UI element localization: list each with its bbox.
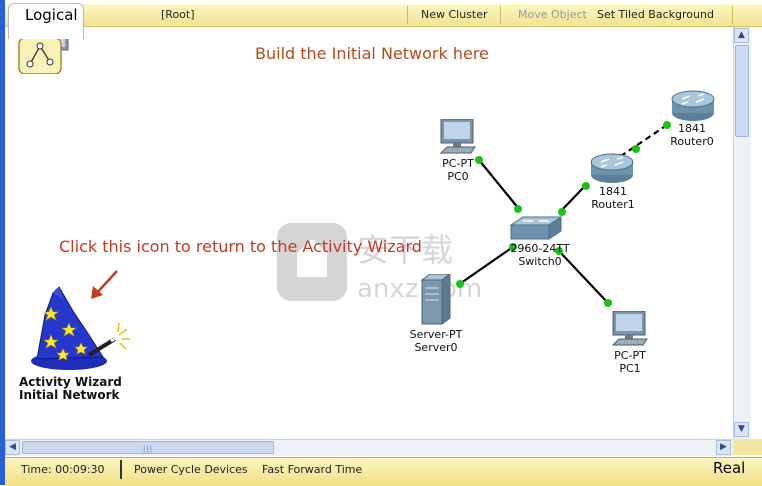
link-pc1-switch0[interactable] bbox=[558, 250, 609, 304]
scroll-down-button[interactable]: ▼ bbox=[734, 422, 749, 437]
activity-wizard-label: Activity Wizard Initial Network bbox=[19, 376, 122, 402]
link-pc0-switch0[interactable] bbox=[478, 159, 520, 210]
scroll-up-button[interactable]: ▲ bbox=[734, 28, 749, 43]
wizard-hint-text: Click this icon to return to the Activit… bbox=[59, 237, 422, 256]
activity-wizard-icon[interactable] bbox=[29, 285, 133, 373]
link-light bbox=[509, 243, 517, 251]
router-icon[interactable] bbox=[670, 87, 716, 123]
tab-logical[interactable]: Logical bbox=[8, 3, 84, 39]
device-name: Router1 bbox=[591, 198, 635, 211]
toolbar-separator bbox=[407, 6, 408, 24]
link-light bbox=[456, 280, 464, 288]
fast-forward-time-button[interactable]: Fast Forward Time bbox=[262, 463, 363, 476]
workspace-banner: Build the Initial Network here bbox=[255, 44, 489, 63]
router0-label: 1841 Router0 bbox=[667, 122, 717, 148]
power-cycle-devices-button[interactable]: Power Cycle Devices bbox=[134, 463, 248, 476]
vertical-scrollbar[interactable]: ▲ ▼ bbox=[733, 27, 751, 439]
device-model: 2960-24TT bbox=[510, 242, 570, 255]
device-name: Server0 bbox=[414, 341, 458, 354]
device-name: Switch0 bbox=[518, 255, 562, 268]
window-frame bbox=[0, 0, 5, 485]
device-model: 1841 bbox=[599, 185, 627, 198]
horizontal-scroll-thumb[interactable]: ||| bbox=[22, 441, 274, 454]
scroll-left-button[interactable]: ◀ bbox=[5, 440, 20, 455]
move-object-button[interactable]: Move Object bbox=[518, 8, 587, 21]
pc-icon[interactable] bbox=[437, 119, 479, 155]
switch-icon[interactable] bbox=[509, 215, 563, 243]
toolbar-separator bbox=[732, 6, 733, 24]
link-light bbox=[558, 208, 566, 216]
new-cluster-button[interactable]: New Cluster bbox=[421, 8, 488, 21]
network-links bbox=[456, 121, 671, 307]
device-model: 1841 bbox=[678, 122, 706, 135]
scroll-grip-icon: ||| bbox=[143, 445, 154, 453]
status-bar: Time: 00:09:30 Power Cycle Devices Fast … bbox=[5, 457, 762, 486]
realtime-mode-tab[interactable]: Real bbox=[713, 459, 746, 477]
device-model: Server-PT bbox=[409, 328, 463, 341]
vertical-scroll-thumb[interactable] bbox=[735, 45, 749, 137]
toolbar-separator bbox=[500, 6, 501, 24]
scroll-corner bbox=[733, 439, 762, 455]
link-light bbox=[514, 205, 522, 213]
wizard-label-line2: Initial Network bbox=[19, 388, 120, 402]
link-router0-router1[interactable] bbox=[608, 124, 668, 165]
tab-logical-label: Logical bbox=[25, 6, 78, 24]
scroll-right-button[interactable]: ▶ bbox=[716, 440, 731, 455]
router1-label: 1841 Router1 bbox=[585, 185, 641, 211]
link-light bbox=[632, 145, 640, 153]
pc0-label: PC-PT PC0 bbox=[433, 157, 483, 183]
link-lights bbox=[456, 121, 671, 307]
server0-label: Server-PT Server0 bbox=[403, 328, 469, 354]
device-name: PC1 bbox=[619, 362, 641, 375]
horizontal-scrollbar[interactable]: ◀ ||| ▶ bbox=[5, 439, 733, 456]
device-model: PC-PT bbox=[614, 349, 646, 362]
link-server0-switch0[interactable] bbox=[460, 248, 511, 284]
device-name: PC0 bbox=[447, 170, 469, 183]
device-name: Router0 bbox=[670, 135, 714, 148]
link-light bbox=[663, 121, 671, 129]
status-separator bbox=[120, 460, 122, 479]
down-left-arrow-icon bbox=[91, 270, 118, 299]
set-tiled-background-button[interactable]: Set Tiled Background bbox=[597, 8, 714, 21]
device-model: PC-PT bbox=[442, 157, 474, 170]
workspace-toolbar: [Root] New Cluster Move Object Set Tiled… bbox=[5, 4, 762, 27]
root-breadcrumb[interactable]: [Root] bbox=[161, 8, 195, 21]
link-router1-switch0[interactable] bbox=[559, 187, 584, 213]
link-light bbox=[582, 182, 590, 190]
pc1-label: PC-PT PC1 bbox=[605, 349, 655, 375]
wizard-label-line1: Activity Wizard bbox=[19, 375, 122, 389]
switch0-label: 2960-24TT Switch0 bbox=[505, 242, 575, 268]
pc-icon[interactable] bbox=[609, 311, 651, 347]
link-light bbox=[604, 299, 612, 307]
link-light bbox=[475, 156, 483, 164]
server-icon[interactable] bbox=[418, 274, 452, 326]
router-icon[interactable] bbox=[589, 151, 635, 185]
link-light bbox=[555, 247, 563, 255]
logical-workspace[interactable]: Build the Initial Network here 安下载 anxz.… bbox=[5, 27, 733, 439]
simulation-time: Time: 00:09:30 bbox=[21, 463, 105, 476]
